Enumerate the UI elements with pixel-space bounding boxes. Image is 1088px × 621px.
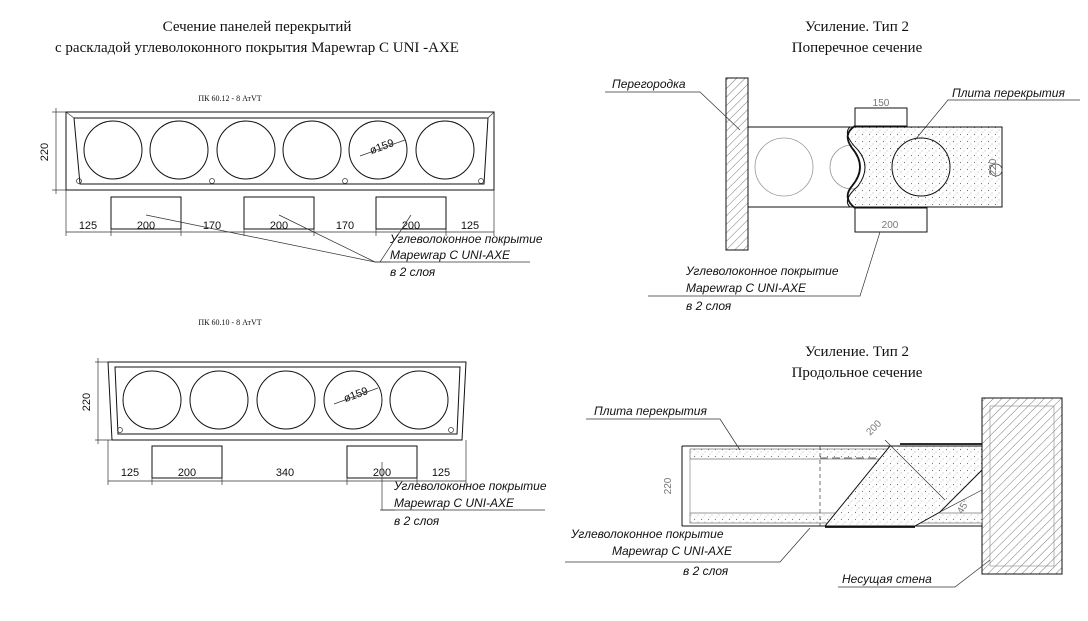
panel1-note-line1: Углеволоконное покрытие bbox=[389, 232, 543, 246]
panel1-strip-2 bbox=[243, 196, 315, 230]
cross-slab-label: Плита перекрытия bbox=[952, 86, 1065, 100]
panel1-dim-7: 125 bbox=[461, 220, 479, 232]
panel2-dim-3: 340 bbox=[276, 467, 294, 479]
partition-wall bbox=[725, 77, 749, 251]
panel2-note-line2: Mapewrap C UNI-AXE bbox=[394, 496, 515, 510]
left-title: Сечение панелей перекрытий с раскладой у… bbox=[55, 19, 459, 56]
panel1-dim-2: 200 bbox=[137, 220, 155, 232]
cross-section: Усиление. Тип 2 Поперечное сечение Перег… bbox=[605, 19, 1080, 313]
panel2-coating-note: Углеволоконное покрытие Mapewrap C UNI-A… bbox=[393, 479, 547, 528]
cross-note-line3: в 2 слоя bbox=[686, 299, 732, 313]
panel2-dims: 125 200 340 200 125 bbox=[121, 467, 450, 479]
cross-dim-bottom: 200 bbox=[882, 220, 899, 231]
panel1-dim-6: 200 bbox=[402, 220, 420, 232]
panel1-dim-3: 170 bbox=[203, 220, 221, 232]
long-dim-diag1: 200 bbox=[864, 418, 884, 438]
panel1-coating-note: Углеволоконное покрытие Mapewrap C UNI-A… bbox=[389, 232, 543, 279]
panel2-diameter: ø159 bbox=[342, 385, 370, 405]
cross-bottom-strip bbox=[854, 207, 928, 233]
panel2-note-line1: Углеволоконное покрытие bbox=[393, 479, 547, 493]
cross-note-line2: Mapewrap C UNI-AXE bbox=[686, 281, 807, 295]
long-note-line1: Углеволоконное покрытие bbox=[570, 527, 724, 541]
panel1-inner-outline bbox=[73, 117, 489, 185]
panel2-inner-outline bbox=[114, 366, 461, 435]
long-title-line2: Продольное сечение bbox=[792, 365, 923, 381]
long-slab-label: Плита перекрытия bbox=[594, 404, 707, 418]
panel2-dim-5: 125 bbox=[432, 467, 450, 479]
panel2-dim-1: 125 bbox=[121, 467, 139, 479]
panel1-dims: 125 200 170 200 170 200 125 bbox=[79, 220, 479, 232]
bearing-wall bbox=[981, 397, 1063, 575]
panel1-diameter: ø159 bbox=[368, 137, 396, 157]
partition-label: Перегородка bbox=[612, 77, 686, 91]
panel-section-2: ПК 60.10 - 8 АтVT ø159 220 125 200 bbox=[81, 318, 547, 528]
long-note-line2: Mapewrap C UNI-AXE bbox=[612, 544, 733, 558]
panel2-height: 220 bbox=[81, 393, 93, 411]
panel2-note-line3: в 2 слоя bbox=[394, 514, 440, 528]
long-dim-height: 220 bbox=[663, 477, 674, 494]
cross-title-line2: Поперечное сечение bbox=[792, 40, 923, 56]
cross-carbon-wrap bbox=[846, 125, 861, 209]
cross-dim-top: 150 bbox=[873, 98, 890, 109]
cross-top-strip bbox=[854, 107, 908, 127]
panel1-voids bbox=[76, 120, 484, 184]
panel1-note-line3: в 2 слоя bbox=[390, 265, 436, 279]
left-title-line2: с раскладой углеволоконного покрытия Map… bbox=[55, 40, 459, 56]
panel2-outline bbox=[107, 361, 467, 441]
panel1-code: ПК 60.12 - 8 АтVT bbox=[198, 94, 261, 103]
panel1-strip-3 bbox=[375, 196, 447, 230]
panel1-height: 220 bbox=[39, 143, 51, 161]
long-note-line3: в 2 слоя bbox=[683, 564, 729, 578]
panel1-dim-1: 125 bbox=[79, 220, 97, 232]
left-title-line1: Сечение панелей перекрытий bbox=[163, 19, 352, 35]
panel1-strip-1 bbox=[110, 196, 182, 230]
panel1-dim-5: 170 bbox=[336, 220, 354, 232]
cross-concrete-fill bbox=[846, 126, 1003, 208]
long-wall-label: Несущая стена bbox=[842, 572, 932, 586]
panel2-voids bbox=[117, 370, 454, 433]
panel2-dim-2: 200 bbox=[178, 467, 196, 479]
panel1-note-line2: Mapewrap C UNI-AXE bbox=[390, 248, 511, 262]
panel1-dim-4: 200 bbox=[270, 220, 288, 232]
cross-dim-height: 220 bbox=[988, 158, 999, 175]
panel1-outline bbox=[65, 111, 495, 191]
panel2-strip-1 bbox=[151, 445, 223, 479]
cross-title-line1: Усиление. Тип 2 bbox=[805, 19, 909, 35]
panel-section-1: ПК 60.12 - 8 АтVT ø159 220 bbox=[39, 94, 543, 279]
long-title-line1: Усиление. Тип 2 bbox=[805, 344, 909, 360]
longitudinal-section: Усиление. Тип 2 Продольное сечение 200 4… bbox=[565, 344, 1063, 588]
cross-note-line1: Углеволоконное покрытие bbox=[685, 264, 839, 278]
panel2-code: ПК 60.10 - 8 АтVT bbox=[198, 318, 261, 327]
